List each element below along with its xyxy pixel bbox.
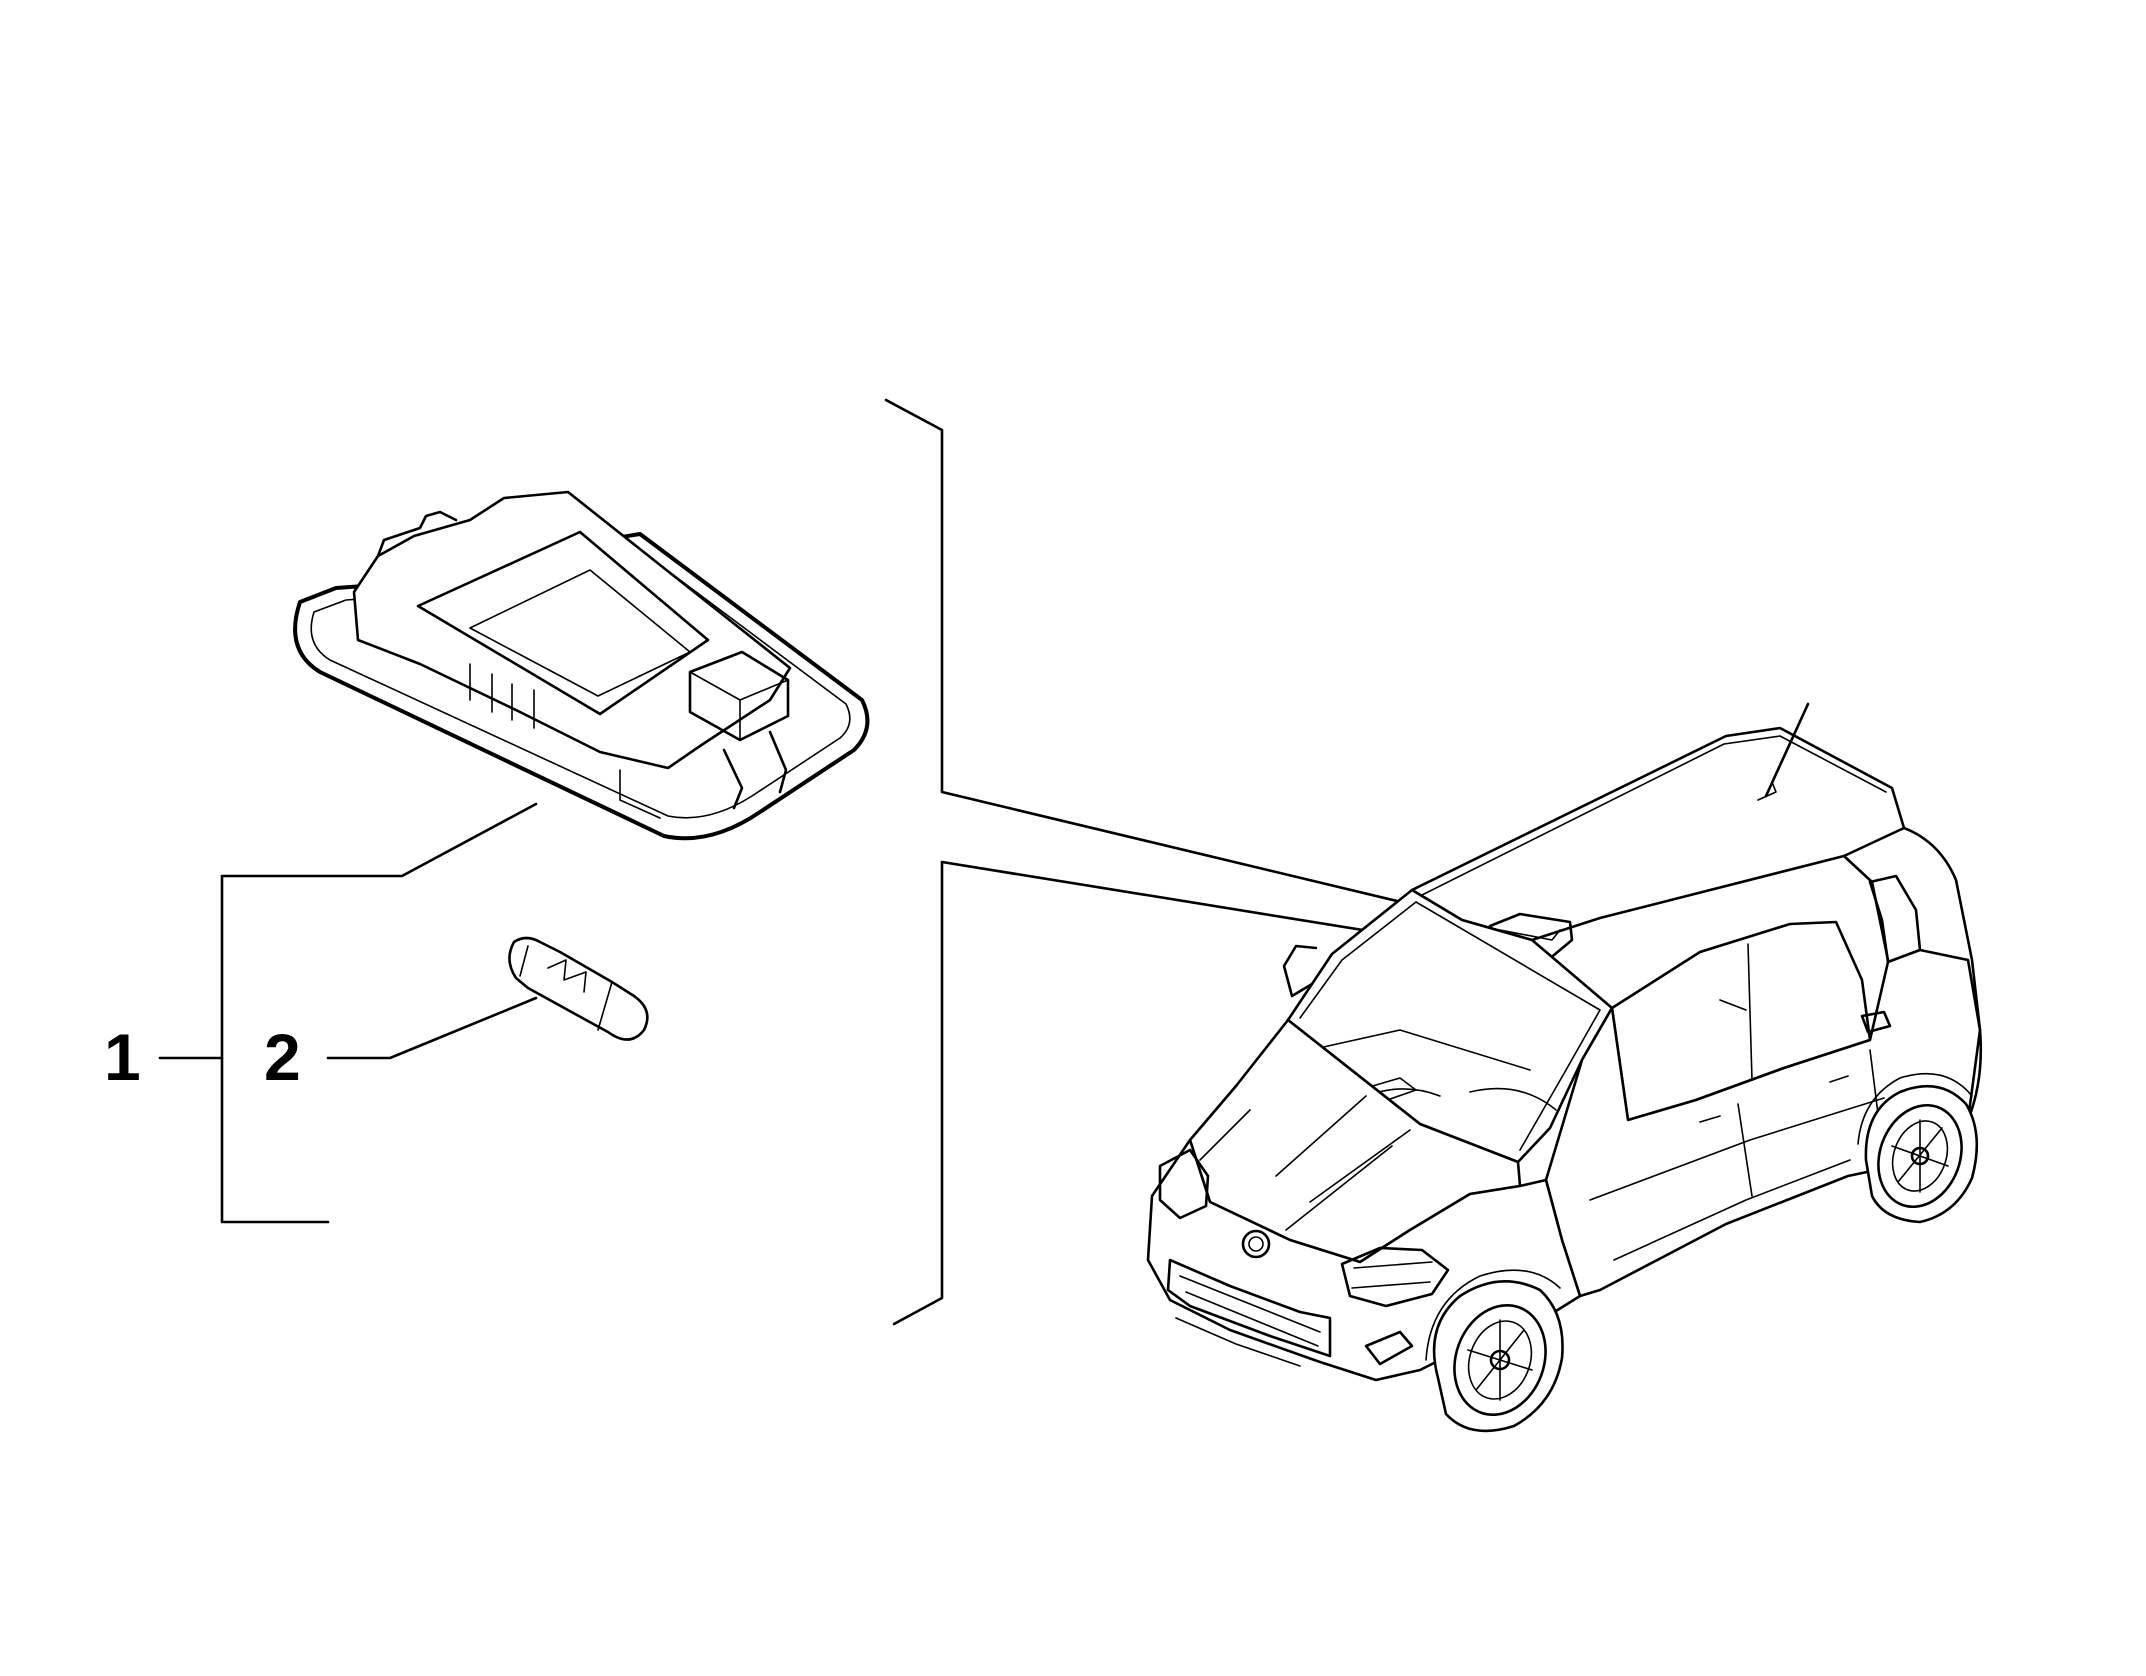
festoon-bulb-icon xyxy=(508,936,649,1041)
callout-2: 2 xyxy=(264,1020,301,1094)
leader-lines xyxy=(158,398,1476,1326)
callout-1: 1 xyxy=(104,1020,141,1094)
car-hatchback-icon xyxy=(1146,702,1983,1433)
interior-dome-light-icon xyxy=(293,490,870,841)
